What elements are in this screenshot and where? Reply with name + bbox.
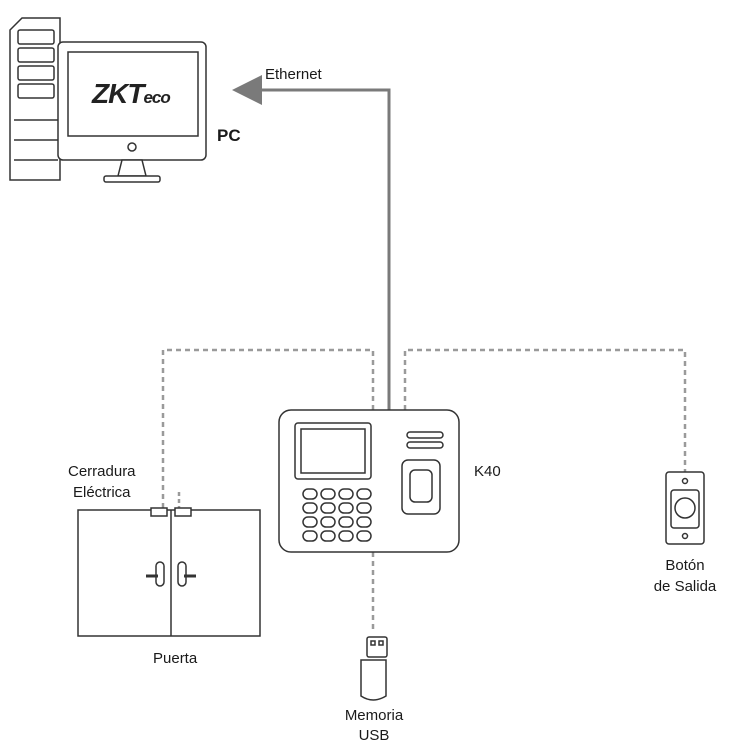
- k40-label: K40: [474, 463, 501, 480]
- door-icon: [77, 507, 261, 637]
- exit-button-wire: [403, 348, 687, 472]
- lock-label-line2: Eléctrica: [73, 484, 131, 501]
- exit-button-icon: [665, 471, 705, 545]
- ethernet-cable: [232, 75, 391, 410]
- pc-monitor-icon: [57, 41, 207, 183]
- lock-wire: [161, 348, 375, 512]
- lock-label-line1: Cerradura: [68, 463, 136, 480]
- k40-terminal-icon: [278, 409, 460, 553]
- usb-label-line1: Memoria: [344, 707, 404, 724]
- zkteco-logo: ZKTeco: [92, 78, 171, 109]
- exit-button-label-line1: Botón: [665, 557, 705, 574]
- door-label: Puerta: [153, 650, 198, 667]
- usb-label-line2: USB: [358, 727, 390, 744]
- pc-label: PC: [217, 126, 241, 145]
- exit-button-label-line2: de Salida: [653, 578, 717, 595]
- pc-tower-icon: [9, 17, 61, 181]
- ethernet-label: Ethernet: [265, 66, 322, 83]
- usb-drive-icon: [360, 636, 388, 701]
